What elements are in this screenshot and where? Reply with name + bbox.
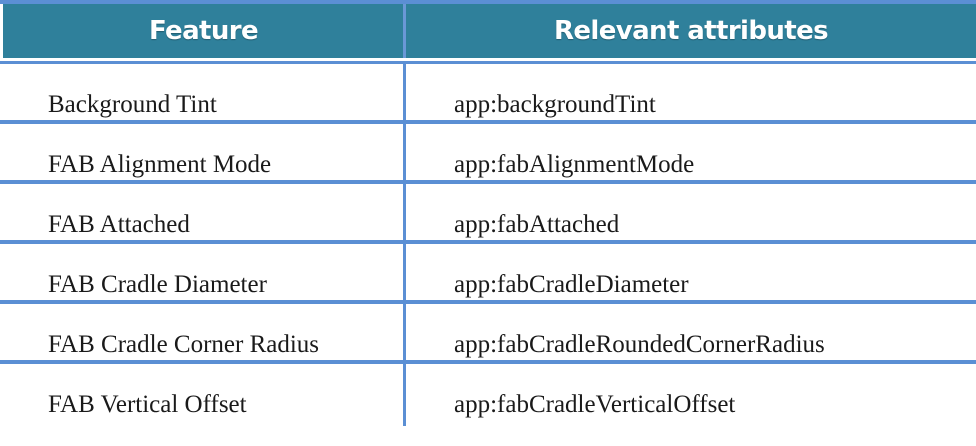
table-row: FAB Cradle Diameter app:fabCradleDiamete… xyxy=(0,244,976,304)
row-separator xyxy=(0,240,976,244)
row-separator xyxy=(0,120,976,124)
cell-feature: FAB Cradle Corner Radius xyxy=(48,330,320,358)
cell-feature: FAB Cradle Diameter xyxy=(48,270,267,298)
column-header-feature: Feature xyxy=(148,16,259,46)
table-header-background xyxy=(3,4,976,58)
cell-feature: Background Tint xyxy=(48,90,217,118)
header-column-divider xyxy=(403,4,406,58)
table-top-border xyxy=(0,0,976,4)
cell-attribute: app:fabCradleVerticalOffset xyxy=(454,390,736,418)
row-separator xyxy=(0,300,976,304)
row-separator xyxy=(0,360,976,364)
table-row: FAB Cradle Corner Radius app:fabCradleRo… xyxy=(0,304,976,364)
cell-feature: FAB Attached xyxy=(48,210,190,238)
table-row: FAB Vertical Offset app:fabCradleVertica… xyxy=(0,364,976,424)
cell-attribute: app:fabAttached xyxy=(454,210,620,238)
table-body: Background Tint app:backgroundTint FAB A… xyxy=(0,64,976,446)
cell-attribute: app:backgroundTint xyxy=(454,90,656,118)
cell-feature: FAB Vertical Offset xyxy=(48,390,247,418)
column-header-relevant-attributes: Relevant attributes xyxy=(553,16,829,46)
table-row: Background Tint app:backgroundTint xyxy=(0,64,976,124)
table-row: FAB Alignment Mode app:fabAlignmentMode xyxy=(0,124,976,184)
cell-attribute: app:fabCradleRoundedCornerRadius xyxy=(454,330,825,358)
table-header-underline xyxy=(0,61,976,64)
cell-attribute: app:fabAlignmentMode xyxy=(454,150,695,178)
body-column-divider xyxy=(403,64,406,426)
table-row: FAB Attached app:fabAttached xyxy=(0,184,976,244)
cell-feature: FAB Alignment Mode xyxy=(48,150,272,178)
cell-attribute: app:fabCradleDiameter xyxy=(454,270,689,298)
row-separator xyxy=(0,180,976,184)
table-header-row: Feature Relevant attributes xyxy=(0,0,976,64)
